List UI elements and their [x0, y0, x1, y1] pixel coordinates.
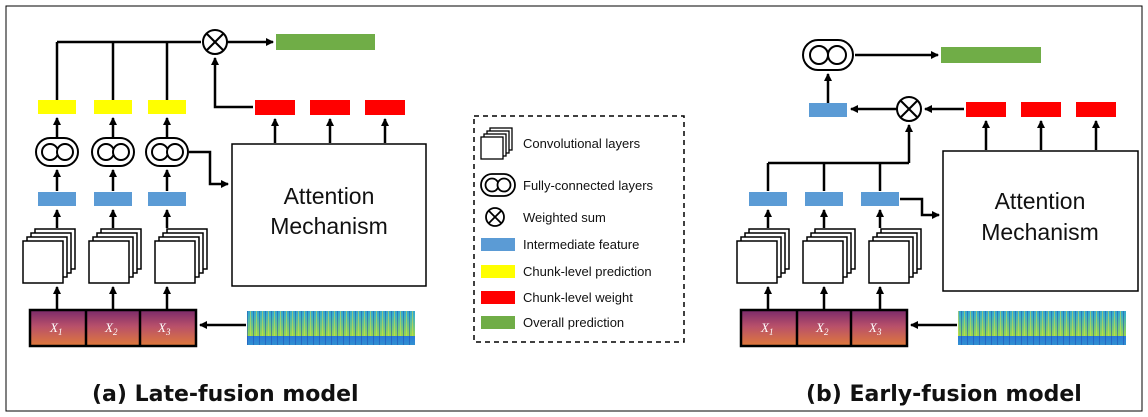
full-spectrogram — [247, 311, 415, 345]
spectrogram-chunks — [739, 308, 909, 348]
chunk-prediction-bar — [148, 100, 186, 114]
chunk-prediction-bar — [38, 100, 76, 114]
weighted-sum-icon — [202, 29, 228, 55]
attention-title: Attention — [995, 188, 1086, 214]
chunk-weight-bar — [365, 100, 405, 115]
attention-title: Attention — [284, 183, 375, 209]
panel-b-caption: (b) Early-fusion model — [806, 382, 1082, 407]
conv-stack-icon — [22, 228, 76, 284]
figure-border — [5, 5, 1143, 412]
full-spectrogram — [958, 311, 1126, 345]
overall-prediction-bar — [276, 34, 375, 50]
legend: Convolutional layers Fully-connected lay… — [473, 115, 685, 343]
legend-label: Overall prediction — [523, 315, 624, 330]
fc-layer-icon — [802, 39, 854, 71]
conv-stack-icon — [154, 228, 208, 284]
conv-stack-icon — [736, 228, 790, 284]
intermediate-feature-bar — [805, 192, 843, 206]
chunk-weight-bar — [1076, 102, 1116, 117]
arrow — [189, 150, 229, 188]
fused-feature-bar — [809, 103, 847, 117]
chunk-prediction-bar — [94, 100, 132, 114]
chunk-label: X1 — [760, 320, 773, 337]
legend-label: Fully-connected layers — [523, 178, 654, 193]
legend-label: Weighted sum — [523, 210, 606, 225]
arrow — [900, 197, 940, 219]
chunk-weight-bar — [310, 100, 350, 115]
chunk-weight-bar — [1021, 102, 1061, 117]
intermediate-feature-bar — [38, 192, 76, 206]
chunk-label: X2 — [815, 320, 829, 337]
fc-layer-icon — [145, 137, 189, 167]
conv-stack-icon — [88, 228, 142, 284]
intermediate-feature-bar — [749, 192, 787, 206]
intermediate-feature-bar — [148, 192, 186, 206]
fc-layer-icon — [91, 137, 135, 167]
overall-prediction-bar — [941, 47, 1041, 63]
attention-title: Mechanism — [981, 219, 1099, 245]
chunk-label: X1 — [49, 320, 62, 337]
legend-swatch — [481, 238, 515, 251]
chunk-weight-bar — [966, 102, 1006, 117]
chunk-label: X2 — [104, 320, 118, 337]
legend-label: Intermediate feature — [523, 237, 639, 252]
conv-stack-icon — [802, 228, 856, 284]
conv-stack-icon — [868, 228, 922, 284]
chunk-weight-bar — [255, 100, 295, 115]
legend-box — [473, 115, 685, 343]
chunk-label: X3 — [157, 320, 171, 337]
attention-mechanism-box — [231, 143, 427, 287]
arrow — [211, 57, 253, 109]
attention-title: Mechanism — [270, 213, 388, 239]
legend-label: Convolutional layers — [523, 136, 641, 151]
intermediate-feature-bar — [861, 192, 899, 206]
legend-label: Chunk-level weight — [523, 290, 633, 305]
legend-swatch — [481, 265, 515, 278]
panel-a-caption: (a) Late-fusion model — [92, 382, 359, 407]
attention-mechanism-box — [942, 150, 1139, 292]
weighted-sum-icon — [485, 207, 505, 227]
fc-layer-icon — [480, 173, 516, 197]
spectrogram-chunks — [28, 308, 198, 348]
legend-swatch — [481, 316, 515, 329]
panel-a: X1 X2 X3 Attention Mechanism (a) Late-fu… — [22, 29, 427, 407]
intermediate-feature-bar — [94, 192, 132, 206]
chunk-label: X3 — [868, 320, 882, 337]
fc-layer-icon — [35, 137, 79, 167]
legend-label: Chunk-level prediction — [523, 264, 652, 279]
weighted-sum-icon — [896, 96, 922, 122]
legend-swatch — [481, 291, 515, 304]
conv-stack-icon — [480, 127, 513, 160]
panel-b: Attention Mechanism — [736, 39, 1139, 407]
